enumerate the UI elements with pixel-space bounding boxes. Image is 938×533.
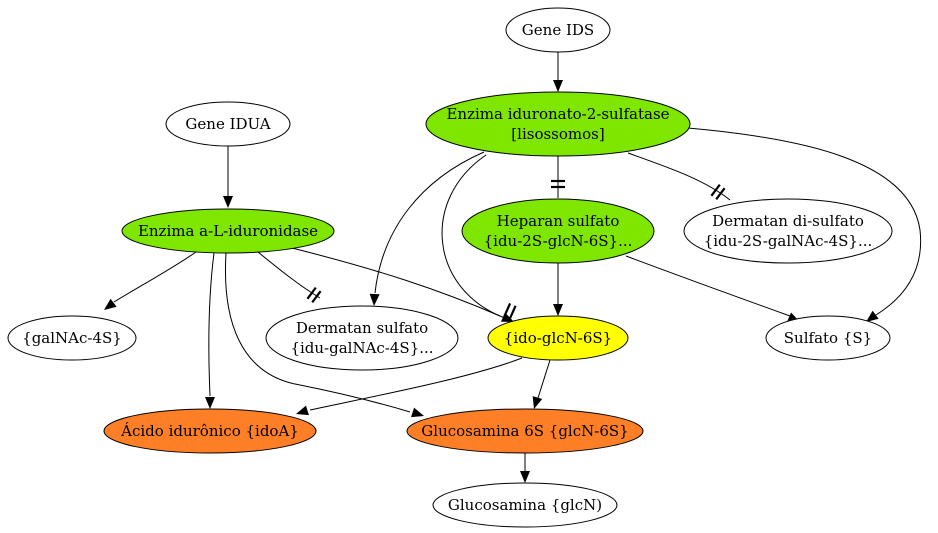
node-label: Dermatan sulfato bbox=[296, 319, 428, 337]
node-label: Sulfato {S} bbox=[784, 329, 872, 347]
inhibition-bar-icon bbox=[311, 290, 322, 304]
node-label: Dermatan di-sulfato bbox=[712, 212, 864, 230]
edge-heparan-to-idoglcn bbox=[553, 263, 563, 316]
arrowhead-icon bbox=[369, 293, 380, 306]
node-enzima-idua: Enzima a-L-iduronidase bbox=[121, 208, 335, 254]
edge-line bbox=[441, 154, 506, 319]
node-ellipse bbox=[121, 208, 335, 254]
node-label: [lisossomos] bbox=[511, 125, 604, 143]
inhibition-bar-icon bbox=[508, 305, 517, 320]
edge-line bbox=[208, 252, 215, 397]
inhibition-bar-icon bbox=[503, 302, 512, 317]
edge-enzima_idua-to-dermatan bbox=[257, 251, 322, 304]
node-ellipse bbox=[487, 315, 629, 361]
node-glucosamina6s: Glucosamina 6S {glcN-6S} bbox=[406, 408, 644, 454]
edges-layer bbox=[104, 52, 922, 483]
node-dermatan-di: Dermatan di-sulfato {idu-2S-galNAc-4S}... bbox=[683, 198, 893, 264]
node-glucosamina: Glucosamina {glcN) bbox=[432, 482, 618, 528]
edge-line bbox=[687, 127, 922, 316]
node-sulfato: Sulfato {S} bbox=[765, 315, 891, 361]
edge-line bbox=[309, 357, 523, 411]
edge-line bbox=[625, 255, 791, 317]
node-label: Gene IDUA bbox=[185, 115, 270, 133]
arrowhead-icon bbox=[532, 396, 543, 409]
node-label: Ácido idurônico {idoA} bbox=[120, 422, 299, 440]
node-galnac: {galNAc-4S} bbox=[7, 315, 137, 361]
arrowhead-icon bbox=[104, 298, 117, 310]
edge-enzima_idua-to-galnac bbox=[104, 251, 197, 310]
edge-enzima_ids-to-heparan bbox=[551, 156, 565, 198]
node-ellipse bbox=[461, 198, 655, 264]
node-ellipse bbox=[765, 315, 891, 361]
node-ellipse bbox=[683, 198, 893, 264]
edge-gene_idua-to-enzima_idua bbox=[223, 146, 233, 208]
node-label: Enzima iduronato-2-sulfatase bbox=[446, 105, 669, 123]
nodes-layer: Gene IDS Enzima iduronato-2-sulfatase [lis… bbox=[7, 7, 893, 528]
arrowhead-icon bbox=[553, 304, 563, 316]
arrowhead-icon bbox=[553, 80, 563, 92]
arrowhead-icon bbox=[866, 310, 879, 322]
node-label: Glucosamina {glcN) bbox=[448, 496, 602, 514]
edge-line bbox=[224, 252, 411, 413]
arrowhead-icon bbox=[520, 471, 530, 483]
arrowhead-icon bbox=[223, 196, 233, 208]
edge-gene_ids-to-enzima_ids bbox=[553, 52, 563, 92]
edge-glucosamina6s-to-glucosamina bbox=[520, 453, 530, 483]
edge-enzima_ids-to-dermatan_di bbox=[627, 152, 731, 201]
node-ellipse bbox=[425, 91, 691, 157]
edge-line bbox=[287, 246, 501, 317]
node-label: Enzima a-L-iduronidase bbox=[138, 222, 318, 240]
arrowhead-icon bbox=[205, 397, 215, 409]
node-ellipse bbox=[505, 7, 611, 53]
edge-line bbox=[257, 251, 321, 299]
edge-enzima_ids-to-dermatan bbox=[369, 151, 485, 306]
node-label: Heparan sulfato bbox=[497, 212, 620, 230]
edge-enzima_idua-to-acido bbox=[205, 252, 215, 409]
node-heparan: Heparan sulfato {idu-2S-glcN-6S}... bbox=[461, 198, 655, 264]
node-enzima-ids: Enzima iduronato-2-sulfatase [lisossomos] bbox=[425, 91, 691, 157]
node-label: Glucosamina 6S {glcN-6S} bbox=[421, 422, 628, 440]
node-label: {galNAc-4S} bbox=[22, 329, 122, 347]
edge-enzima_idua-to-idoglcn bbox=[287, 246, 517, 320]
node-label: {ido-glcN-6S} bbox=[504, 329, 612, 347]
node-acido: Ácido idurônico {idoA} bbox=[103, 408, 317, 454]
node-label: {idu-galNAc-4S}... bbox=[290, 339, 433, 357]
node-gene-idua: Gene IDUA bbox=[165, 101, 291, 147]
node-label: {idu-2S-galNAc-4S}... bbox=[704, 232, 873, 250]
edge-enzima_idua-to-glucosamina6s bbox=[224, 252, 424, 418]
edge-line bbox=[537, 359, 551, 399]
node-label: {idu-2S-glcN-6S}... bbox=[484, 232, 633, 250]
node-ellipse bbox=[432, 482, 618, 528]
edge-line bbox=[374, 151, 485, 294]
node-ellipse bbox=[165, 101, 291, 147]
node-ellipse bbox=[103, 408, 317, 454]
node-gene-ids: Gene IDS bbox=[505, 7, 611, 53]
edge-enzima_ids-to-sulfato bbox=[687, 127, 922, 322]
inhibition-bar-icon bbox=[715, 187, 726, 201]
arrowhead-icon bbox=[296, 405, 309, 416]
node-ellipse bbox=[265, 305, 459, 371]
edge-idoglcn-to-acido bbox=[296, 357, 523, 416]
edge-idoglcn-to-glucosamina6s bbox=[532, 359, 551, 409]
node-dermatan: Dermatan sulfato {idu-galNAc-4S}... bbox=[265, 305, 459, 371]
arrowhead-icon bbox=[411, 407, 424, 418]
node-ellipse bbox=[406, 408, 644, 454]
edge-line bbox=[113, 251, 197, 303]
node-ellipse bbox=[7, 315, 137, 361]
edge-heparan-to-sulfato bbox=[625, 255, 800, 322]
inhibition-bar-icon bbox=[306, 286, 317, 300]
node-label: Gene IDS bbox=[522, 21, 594, 39]
inhibition-bar-icon bbox=[710, 183, 721, 197]
node-idoglcn: {ido-glcN-6S} bbox=[487, 315, 629, 361]
